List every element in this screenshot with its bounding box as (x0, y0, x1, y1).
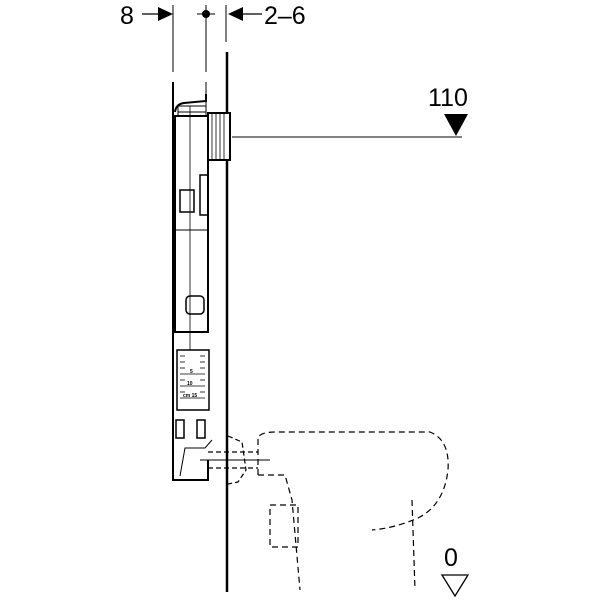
level-marker-filled-icon (444, 114, 468, 136)
flush-connector (207, 112, 231, 161)
dimension-flush-height: 110 (428, 84, 468, 112)
height-scale (180, 355, 205, 399)
dimension-floor-level: 0 (444, 544, 458, 572)
arrow-left-icon (228, 7, 243, 21)
scale-label-15: cm 15 (183, 393, 197, 399)
cistern-frame (172, 82, 213, 481)
scale-label-5: 5 (190, 369, 193, 375)
drain-connector (208, 435, 258, 485)
dimension-wall-gap: 2–6 (264, 2, 306, 30)
level-marker-hollow-icon (440, 574, 470, 598)
scale-label-10: 10 (187, 381, 193, 387)
arrow-right-icon (158, 7, 173, 21)
toilet-bowl-outline (257, 431, 449, 591)
dimension-frame-depth: 8 (120, 2, 134, 30)
